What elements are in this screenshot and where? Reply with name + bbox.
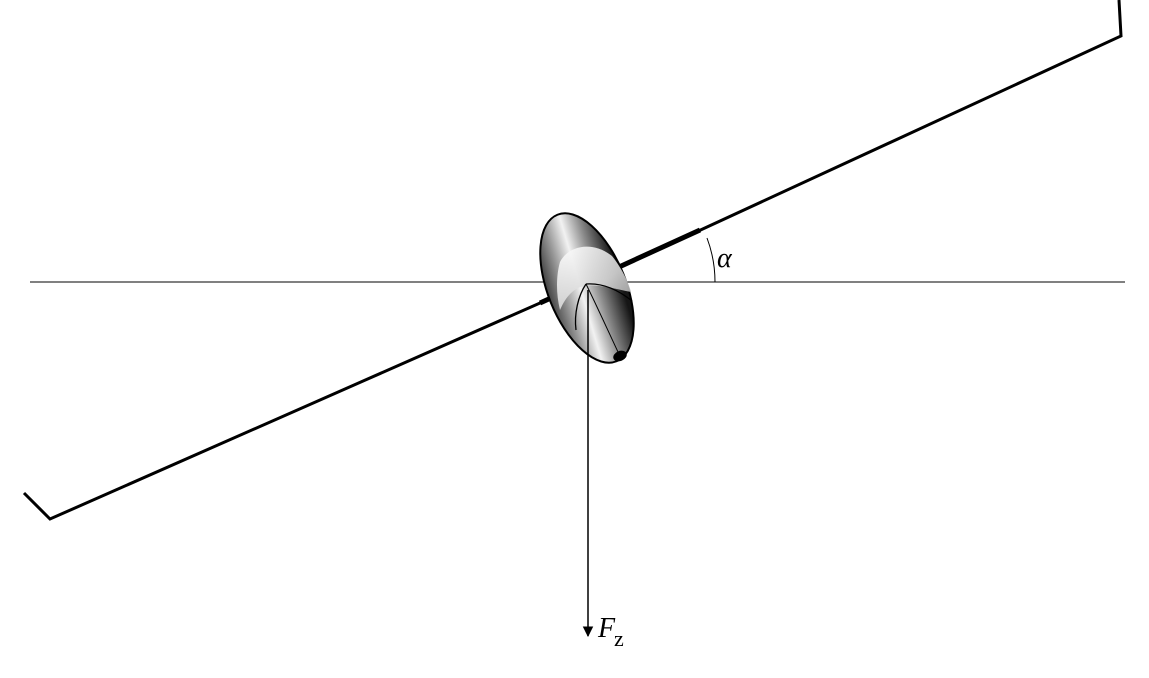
angle-arc bbox=[706, 237, 716, 283]
seed-seam-mid bbox=[585, 283, 619, 353]
blade-left-end bbox=[22, 279, 591, 521]
seed-highlight bbox=[557, 246, 631, 310]
seed-seam-lower bbox=[574, 283, 587, 331]
angle-alpha-label: α bbox=[717, 243, 733, 274]
force-subscript: z bbox=[614, 626, 624, 651]
force-label: F bbox=[597, 613, 616, 644]
seed-body bbox=[539, 212, 635, 364]
seed-tip bbox=[613, 350, 627, 362]
blade-right-end bbox=[589, 0, 1123, 283]
seed-seam-upper bbox=[585, 283, 633, 302]
